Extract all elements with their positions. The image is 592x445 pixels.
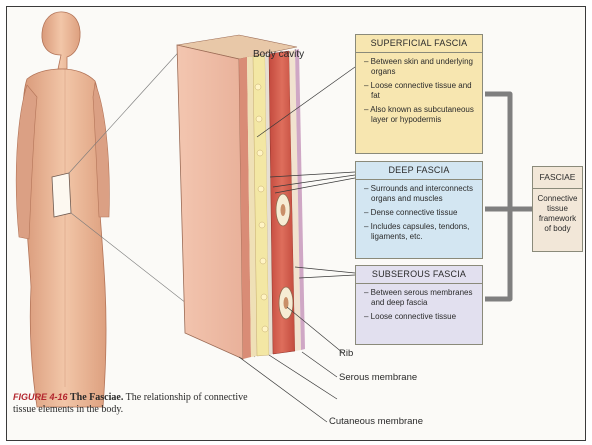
superficial-fascia-item: Loose connective tissue and fat (364, 81, 476, 101)
rib-label: Rib (339, 348, 353, 359)
superficial-fascia-item: Between skin and underlying organs (364, 57, 476, 77)
cutaneous-membrane-label: Cutaneous membrane (329, 416, 423, 427)
fasciae-illustration (7, 7, 585, 440)
fasciae-box: FASCIAE Connective tissue framework of b… (532, 166, 583, 252)
serous-membrane-label: Serous membrane (339, 372, 417, 383)
subserous-fascia-title: SUBSEROUS FASCIA (356, 266, 482, 284)
tissue-block (177, 35, 305, 359)
figure-frame: Body cavity SUPERFICIAL FASCIA Between s… (6, 6, 586, 441)
figure-number: FIGURE 4-16 (13, 392, 68, 402)
deep-fascia-item: Surrounds and interconnects organs and m… (364, 184, 476, 204)
subserous-fascia-item: Loose connective tissue (364, 312, 476, 322)
bracket-arrows (485, 94, 532, 299)
subserous-fascia-item: Between serous membranes and deep fascia (364, 288, 476, 308)
fasciae-title: FASCIAE (533, 167, 582, 189)
deep-fascia-box: DEEP FASCIA Surrounds and interconnects … (355, 161, 483, 259)
deep-fascia-title: DEEP FASCIA (356, 162, 482, 180)
human-figure (16, 12, 109, 407)
deep-fascia-item: Includes capsules, tendons, ligaments, e… (364, 222, 476, 242)
superficial-fascia-item: Also known as subcutaneous layer or hypo… (364, 105, 476, 125)
body-cavity-label: Body cavity (253, 49, 304, 60)
deep-fascia-item: Dense connective tissue (364, 208, 476, 218)
figure-caption: FIGURE 4-16 The Fasciae. The relationshi… (13, 391, 263, 416)
fasciae-description: Connective tissue framework of body (533, 189, 582, 234)
superficial-fascia-box: SUPERFICIAL FASCIA Between skin and unde… (355, 34, 483, 154)
superficial-fascia-title: SUPERFICIAL FASCIA (356, 35, 482, 53)
subserous-fascia-box: SUBSEROUS FASCIA Between serous membrane… (355, 265, 483, 345)
figure-title: The Fasciae. (70, 392, 123, 403)
